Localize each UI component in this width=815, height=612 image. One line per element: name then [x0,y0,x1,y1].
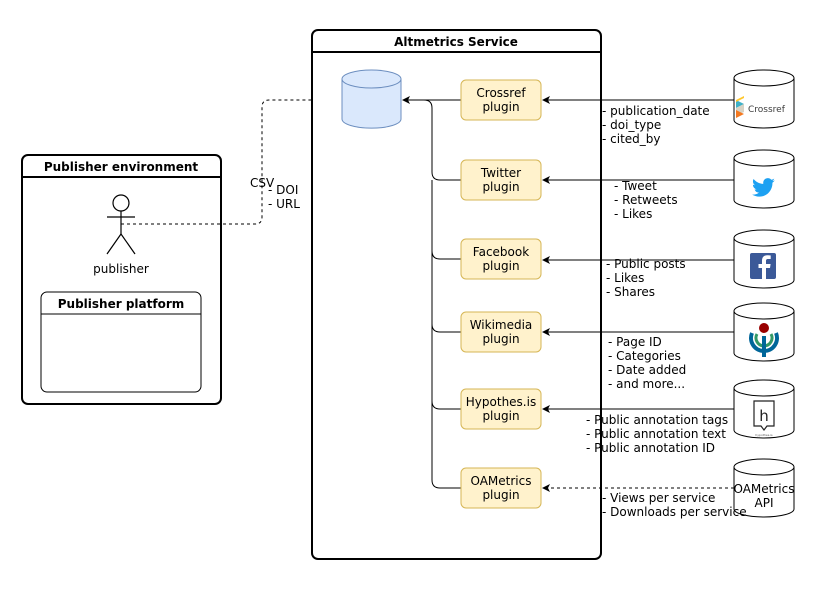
crossref-logo: Crossref [736,96,786,118]
source-crossref: Crossref [733,69,795,129]
oametrics-fields: - Views per service - Downloads per serv… [602,491,747,519]
source-facebook [733,229,795,289]
crossref-field: - publication_date [602,104,710,118]
csv-connector: CSV - DOI - URL [121,96,341,225]
twitter-bird-icon [752,178,775,197]
hypothesis-logo-icon: h hypothes.is [753,400,775,437]
plugin-facebook-label-1: Facebook [473,245,529,259]
source-twitter [733,149,795,209]
crossref-fields: - publication_date - doi_type - cited_by [602,104,710,146]
plugin-crossref: Crossref plugin [460,79,542,121]
csv-label: CSV [250,176,275,190]
oametrics-field: - Views per service [602,491,715,505]
wikimedia-fields: - Page ID - Categories - Date added - an… [608,335,686,391]
oametrics-field: - Downloads per service [602,505,747,519]
facebook-f-icon [750,253,776,279]
publisher-environment: Publisher environment publisher Publishe… [21,154,222,405]
crossref-field: - doi_type [602,118,661,132]
hypothesis-field: - Public annotation text [586,427,726,441]
hypothesis-fields: - Public annotation tags - Public annota… [586,413,728,455]
plugin-twitter-label-2: plugin [482,180,519,194]
hypothesis-field: - Public annotation ID [586,441,715,455]
plugin-wikimedia: Wikimedia plugin [460,311,542,353]
publisher-actor-label: publisher [93,262,149,276]
svg-text:hypothes.is: hypothes.is [755,433,773,437]
facebook-field: - Likes [606,271,644,285]
wikimedia-field: - Date added [608,363,686,377]
wikimedia-field: - Page ID [608,335,662,349]
plugin-facebook: Facebook plugin [460,238,542,280]
facebook-fields: - Public posts - Likes - Shares [606,257,686,299]
plugin-crossref-label-1: Crossref [476,86,526,100]
svg-text:h: h [759,407,769,425]
oametrics-api-label-1: OAMetrics [733,482,794,496]
svg-text:Crossref: Crossref [748,105,786,115]
twitter-field: - Likes [614,207,652,221]
twitter-fields: - Tweet - Retweets - Likes [614,179,678,221]
plugin-wikimedia-label-1: Wikimedia [470,318,533,332]
oametrics-api-label-2: API [755,496,774,510]
plugin-bus [402,96,461,489]
crossref-field: - cited_by [602,132,661,146]
publisher-environment-title: Publisher environment [44,160,199,174]
source-arrows [542,96,734,492]
plugin-facebook-label-2: plugin [482,259,519,273]
publisher-platform: Publisher platform [40,291,202,393]
twitter-field: - Tweet [614,179,657,193]
csv-field-url: - URL [268,197,300,211]
source-oametrics-api: OAMetrics API [733,458,795,518]
hypothesis-field: - Public annotation tags [586,413,728,427]
source-wikimedia [733,302,795,362]
publisher-actor-icon [106,194,136,255]
plugin-wikimedia-label-2: plugin [482,332,519,346]
plugin-hypothesis: Hypothes.is plugin [460,388,542,430]
publisher-platform-title: Publisher platform [58,297,185,311]
service-database-icon [341,69,402,129]
plugin-oametrics: OAMetrics plugin [460,467,542,509]
facebook-field: - Public posts [606,257,686,271]
plugin-oametrics-label-1: OAMetrics [470,474,531,488]
plugin-hypothesis-label-2: plugin [482,409,519,423]
wikimedia-logo-icon [749,323,779,357]
facebook-field: - Shares [606,285,655,299]
plugin-hypothesis-label-1: Hypothes.is [466,395,536,409]
wikimedia-field: - and more... [608,377,685,391]
csv-field-doi: - DOI [268,183,298,197]
twitter-field: - Retweets [614,193,678,207]
source-hypothesis: h hypothes.is [733,379,795,439]
altmetrics-service-title: Altmetrics Service [394,35,518,49]
wikimedia-field: - Categories [608,349,681,363]
plugin-crossref-label-2: plugin [482,100,519,114]
plugin-twitter-label-1: Twitter [480,166,521,180]
plugin-twitter: Twitter plugin [460,159,542,201]
plugin-oametrics-label-2: plugin [482,488,519,502]
